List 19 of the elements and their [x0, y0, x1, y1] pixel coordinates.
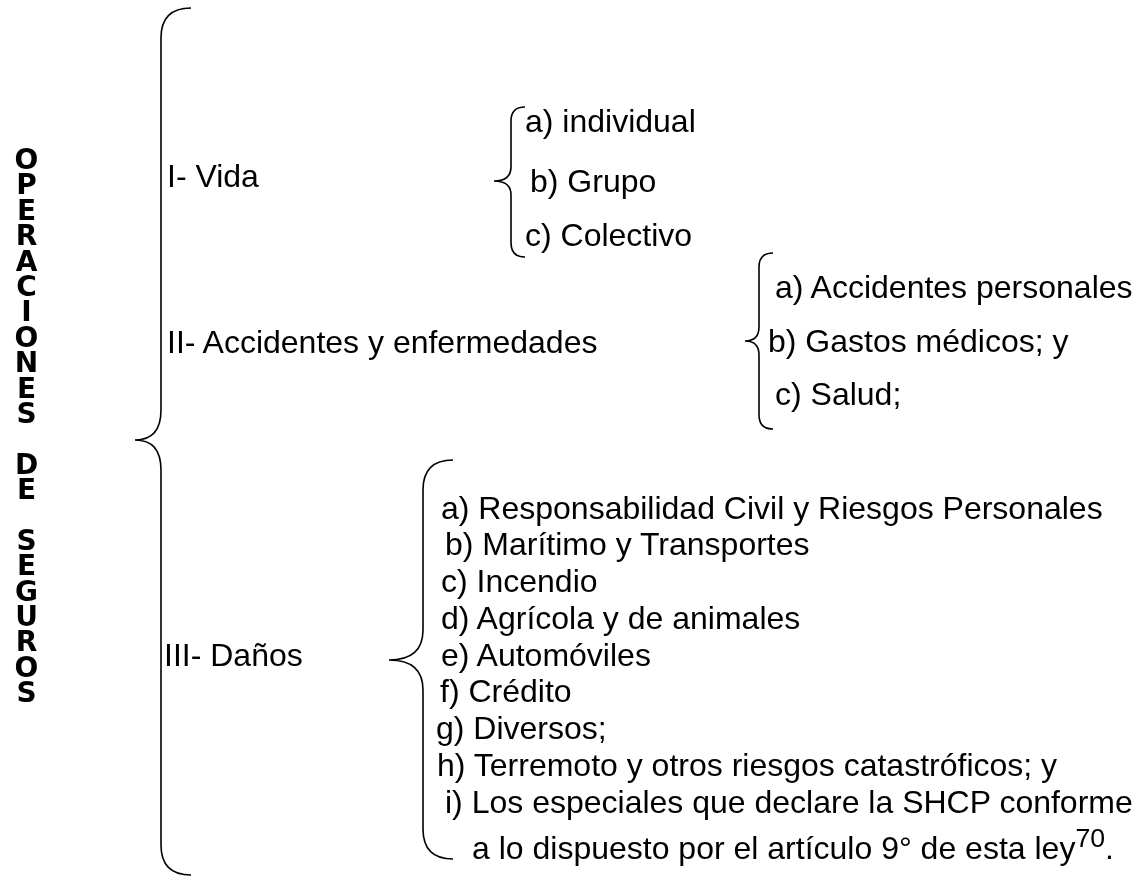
list-item: a) Accidentes personales [775, 269, 1133, 305]
vertical-title: OPERACIONES DE SEGUROS [13, 147, 40, 706]
list-item: a) individual [525, 103, 696, 139]
list-item: b) Marítimo y Transportes [445, 526, 810, 562]
list-item: f) Crédito [440, 673, 572, 709]
list-item: e) Automóviles [441, 637, 651, 673]
list-item: c) Colectivo [525, 217, 693, 253]
category-label: I- Vida [167, 158, 259, 194]
list-item: c) Incendio [441, 563, 598, 599]
list-item: h) Terremoto y otros riesgos catastróficos; y [437, 747, 1058, 783]
list-item: g) Diversos; [436, 710, 607, 746]
list-item: b) Grupo [530, 163, 657, 199]
category-label: III- Daños [164, 637, 303, 673]
list-item: c) Salud; [775, 376, 902, 412]
list-item: b) Gastos médicos; y [768, 323, 1069, 359]
list-item: d) Agrícola y de animales [441, 600, 801, 636]
list-item: a) Responsabilidad Civil y Riesgos Personales [441, 490, 1103, 526]
category-label: II- Accidentes y enfermedades [167, 324, 598, 360]
list-item: i) Los especiales que declare la SHCP conforme a lo dispuesto por el artículo 9° de esta ley$^{70}$. [445, 784, 1134, 866]
